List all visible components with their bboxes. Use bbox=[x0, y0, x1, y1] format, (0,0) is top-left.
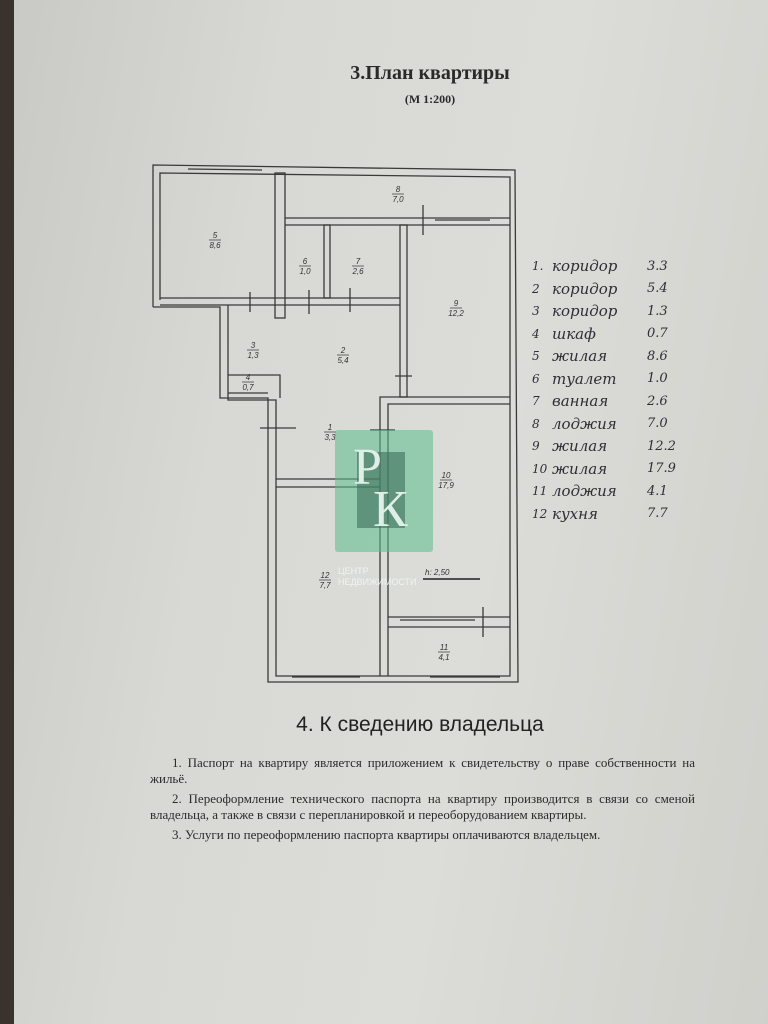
legend-area: 7.7 bbox=[647, 506, 668, 522]
legend-number: 3 bbox=[532, 304, 540, 319]
room-number: 9 bbox=[454, 299, 459, 308]
section4-title: 4. К сведению владельца bbox=[296, 713, 544, 736]
room-area: 7,0 bbox=[392, 195, 404, 204]
legend-area: 7.0 bbox=[647, 416, 668, 432]
legend-number: 6 bbox=[532, 371, 540, 386]
room-area: 3,3 bbox=[324, 433, 336, 442]
legend-area: 12.2 bbox=[647, 438, 676, 454]
watermark-line1: ЦЕНТР bbox=[338, 566, 369, 576]
legend-room-name: коридор bbox=[552, 257, 618, 276]
legend-room-name: коридор bbox=[552, 279, 618, 298]
room-number: 6 bbox=[303, 257, 308, 266]
watermark-text: ЦЕНТР НЕДВИЖИМОСТИ bbox=[338, 566, 417, 588]
room-number: 3 bbox=[251, 341, 256, 350]
legend-area: 2.6 bbox=[647, 393, 668, 409]
legend-number: 11 bbox=[532, 484, 548, 499]
legend-number: 10 bbox=[532, 461, 548, 476]
note-item: 2. Переоформление технического паспорта … bbox=[150, 791, 695, 822]
room-area: 7,7 bbox=[319, 581, 331, 590]
watermark-letter-p: Р bbox=[353, 439, 382, 496]
legend-row: 5 жилая 8.6 bbox=[532, 345, 712, 368]
legend-row: 9 жилая 12.2 bbox=[532, 435, 712, 458]
legend-number: 12 bbox=[532, 506, 548, 521]
room-area: 12,2 bbox=[448, 309, 464, 318]
legend-number: 5 bbox=[532, 349, 540, 364]
watermark-letter-k: К bbox=[373, 481, 408, 538]
note-item: 1. Паспорт на квартиру является приложен… bbox=[150, 755, 695, 786]
legend-row: 8 лоджия 7.0 bbox=[532, 413, 712, 436]
legend-row: 2 коридор 5.4 bbox=[532, 278, 712, 301]
legend-row: 11 лоджия 4.1 bbox=[532, 480, 712, 503]
legend-room-name: жилая bbox=[552, 437, 608, 456]
room-number: 2 bbox=[340, 346, 346, 355]
room-number: 5 bbox=[213, 231, 218, 240]
legend-room-name: шкаф bbox=[552, 324, 596, 343]
room-number: 8 bbox=[396, 185, 401, 194]
room-area: 8,6 bbox=[209, 241, 221, 250]
plan-scale: (М 1:200) bbox=[404, 92, 456, 106]
legend-number: 9 bbox=[532, 439, 540, 454]
legend-area: 17.9 bbox=[647, 461, 676, 477]
watermark-logo: Р К bbox=[335, 430, 433, 552]
legend-area: 1.3 bbox=[647, 303, 668, 319]
legend-row: 4 шкаф 0.7 bbox=[532, 323, 712, 346]
note-item: 3. Услуги по переоформлению паспорта ква… bbox=[172, 827, 601, 842]
legend-room-name: туалет bbox=[552, 369, 617, 388]
legend-number: 2 bbox=[532, 281, 540, 296]
legend-row: 12 кухня 7.7 bbox=[532, 503, 712, 526]
legend-number: 8 bbox=[532, 416, 540, 431]
legend-row: 10 жилая 17.9 bbox=[532, 458, 712, 481]
legend-room-name: лоджия bbox=[552, 414, 617, 433]
legend-row: 1. коридор 3.3 bbox=[532, 255, 712, 278]
legend-room-name: жилая bbox=[552, 347, 608, 366]
room-area: 4,1 bbox=[438, 653, 449, 662]
legend-row: 3 коридор 1.3 bbox=[532, 300, 712, 323]
legend-room-name: жилая bbox=[552, 459, 608, 478]
room-area: 2,6 bbox=[351, 267, 364, 276]
room-number: 10 bbox=[442, 471, 451, 480]
room-legend: 1. коридор 3.3 2 коридор 5.4 3 коридор 1.3 4 шкаф 0… bbox=[532, 255, 712, 525]
room-area: 0,7 bbox=[242, 383, 254, 392]
legend-row: 6 туалет 1.0 bbox=[532, 368, 712, 391]
room-number: 1 bbox=[328, 423, 332, 432]
legend-number: 4 bbox=[532, 326, 540, 341]
room-number: 7 bbox=[356, 257, 361, 266]
legend-room-name: коридор bbox=[552, 302, 618, 321]
legend-area: 5.4 bbox=[647, 281, 668, 297]
room-area: 1,3 bbox=[247, 351, 259, 360]
watermark-logo-block bbox=[357, 452, 405, 528]
legend-area: 1.0 bbox=[647, 371, 668, 387]
legend-room-name: кухня bbox=[552, 504, 598, 523]
legend-area: 0.7 bbox=[647, 326, 668, 342]
room-area: 17,9 bbox=[438, 481, 454, 490]
room-number: 11 bbox=[440, 643, 448, 652]
room-area: 1,0 bbox=[299, 267, 311, 276]
legend-area: 8.6 bbox=[647, 348, 668, 364]
room-number: 4 bbox=[246, 373, 251, 382]
legend-room-name: ванная bbox=[552, 392, 609, 411]
legend-number: 1. bbox=[532, 259, 544, 274]
legend-area: 3.3 bbox=[647, 258, 668, 274]
legend-room-name: лоджия bbox=[552, 482, 617, 501]
room-number: 12 bbox=[321, 571, 330, 580]
watermark-line2: НЕДВИЖИМОСТИ bbox=[338, 577, 417, 587]
legend-area: 4.1 bbox=[647, 483, 668, 499]
plan-title: 3.План квартиры bbox=[350, 62, 510, 84]
legend-number: 7 bbox=[532, 394, 540, 409]
room-area: 5,4 bbox=[337, 356, 349, 365]
legend-row: 7 ванная 2.6 bbox=[532, 390, 712, 413]
ceiling-height-label: h: 2,50 bbox=[425, 568, 450, 577]
owner-notes: 1. Паспорт на квартиру является приложен… bbox=[150, 755, 695, 847]
